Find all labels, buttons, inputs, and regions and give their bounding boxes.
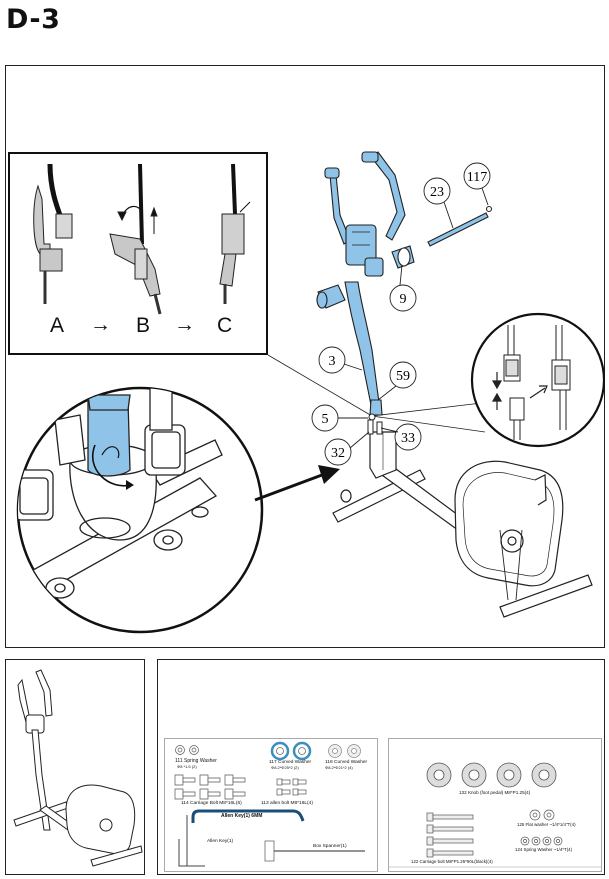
- hardware-parts-panel: 111 Spring Washer Φ8 *1.5 (2) 117 Curved…: [157, 659, 605, 875]
- label-allen-key-6mm: Allen Key(1) 6MM: [221, 813, 263, 819]
- assembly-drawing: 23 117 9 3 59 5 32 33: [16, 151, 605, 634]
- callout-59: 59: [396, 369, 410, 384]
- callout-labels: [311, 162, 491, 466]
- upright-post-part-3: [316, 151, 415, 416]
- hardware-card-left: 111 Spring Washer Φ8 *1.5 (2) 117 Curved…: [164, 738, 378, 872]
- step-arrow-1: →: [90, 313, 111, 336]
- connector-detail-circle: [470, 312, 605, 448]
- assembled-bike-drawing: [13, 669, 143, 867]
- spec-curved-washer-118: Φ8.2*Φ21*2 (4): [325, 765, 353, 770]
- magnified-detail-circle: [16, 386, 264, 634]
- pointer-arrow: [254, 465, 340, 502]
- spec-spring-washer-111: Φ8 *1.5 (2): [177, 764, 197, 769]
- callout-117: 117: [467, 170, 487, 185]
- main-assembly-panel: 23 117 9 3 59 5 32 33: [5, 65, 605, 648]
- assembled-bike-thumbnail: [5, 659, 145, 875]
- cable-steps-drawing: [33, 163, 251, 315]
- step-label-a: A: [50, 314, 65, 337]
- label-carriage-bolt-122: 122 Carriage bolt M8*P1.25*90L(black)(4): [411, 859, 493, 864]
- label-spring-washer-124: 124 Spring Washer ~1/4*T(4): [515, 847, 573, 852]
- label-curved-washer-118: 118 Curved Washer: [325, 760, 368, 765]
- label-curved-washer-117: 117 Curved Washer: [269, 760, 312, 765]
- label-box-spanner: Box Spanner(1): [313, 844, 347, 849]
- callout-9: 9: [400, 292, 407, 307]
- step-b-illustration: [109, 163, 162, 315]
- label-allen-key: Allen Key(1): [207, 839, 234, 844]
- label-allen-bolt-113: 113 allen bolt M8*16L(4): [261, 801, 313, 806]
- hardware-left-drawing: [174, 741, 365, 867]
- callout-32: 32: [331, 446, 345, 461]
- step-title: D-3: [6, 4, 61, 35]
- callout-5: 5: [322, 412, 329, 427]
- label-spring-washer-111: 111 Spring Washer: [175, 758, 217, 764]
- callout-33: 33: [401, 431, 415, 446]
- flywheel-housing: [454, 460, 564, 601]
- step-label-b: B: [136, 314, 151, 337]
- label-flat-washer-125: 125 Flat washer ~1/4*1/4"T(4): [517, 822, 576, 827]
- spec-curved-washer-117: Φ8.2*Φ25*2 (2): [271, 765, 299, 770]
- step-label-c: C: [217, 314, 233, 337]
- step-a-illustration: [33, 163, 73, 304]
- step-arrow-2: →: [174, 313, 195, 336]
- callout-23: 23: [430, 185, 444, 200]
- hardware-right-drawing: [389, 762, 601, 868]
- step-c-illustration: [219, 163, 251, 304]
- bolts-32-33: [367, 413, 383, 435]
- label-carriage-bolt-114: 114 Carriage Bolt M8*16L(6): [181, 801, 242, 806]
- callout-3: 3: [329, 354, 336, 369]
- cable-connection-inset: A → B → C: [8, 152, 268, 355]
- hardware-card-right: 132 Knob (foot pedal) M8*P1.25(4) 125 Fl…: [388, 738, 602, 872]
- label-knob-132: 132 Knob (foot pedal) M8*P1.25(4): [459, 790, 531, 795]
- tension-bar-part-23: [427, 205, 493, 247]
